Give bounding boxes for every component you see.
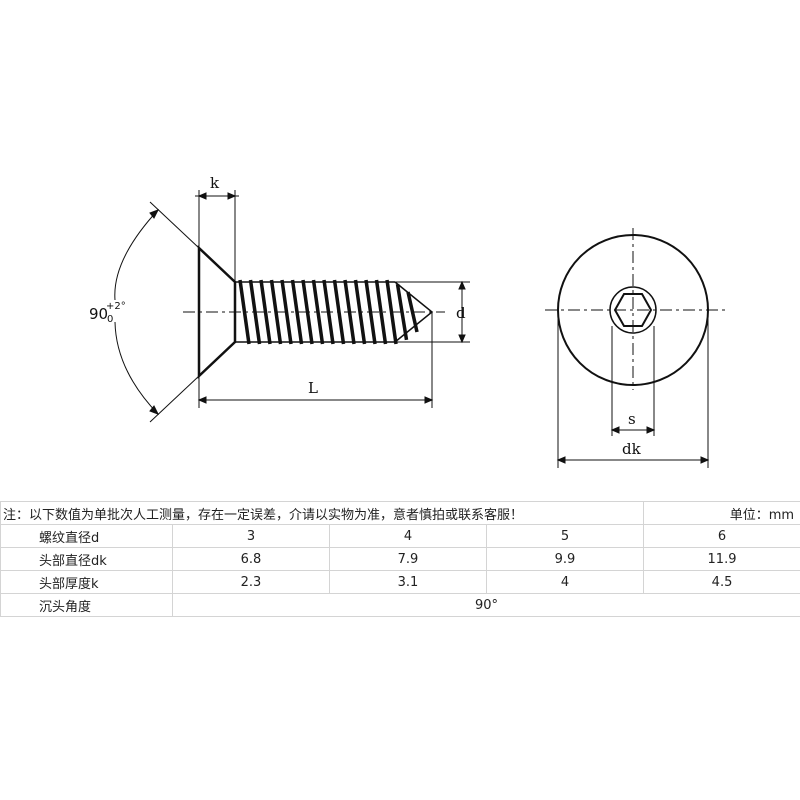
dimension-k xyxy=(195,190,239,282)
row-label: 头部厚度k xyxy=(0,570,173,594)
table-cell: 3.1 xyxy=(329,570,487,594)
table-cell: 90° xyxy=(171,593,800,617)
note-row: 注：以下数值为单批次人工测量，存在一定误差，介请以实物为准，意者慎拍或联系客服！… xyxy=(0,501,800,525)
table-cell: 4 xyxy=(329,524,487,548)
table-row: 头部直径dk 6.8 7.9 9.9 11.9 xyxy=(0,547,800,571)
note-text: 注：以下数值为单批次人工测量，存在一定误差，介请以实物为准，意者慎拍或联系客服！ xyxy=(0,501,645,525)
table-row: 头部厚度k 2.3 3.1 4 4.5 xyxy=(0,570,800,594)
table-cell: 5 xyxy=(485,524,645,548)
label-d: d xyxy=(456,304,466,322)
dimension-s xyxy=(610,326,656,436)
screw-drawing: k d L 90 +2° 0 xyxy=(89,174,725,468)
table-cell: 11.9 xyxy=(643,547,800,571)
thread-crest xyxy=(406,291,419,333)
spec-table: 注：以下数值为单批次人工测量，存在一定误差，介请以实物为准，意者慎拍或联系客服！… xyxy=(0,501,800,617)
thread-crest xyxy=(259,279,272,345)
dimension-d xyxy=(385,280,470,344)
table-cell: 7.9 xyxy=(329,547,487,571)
thread-crest xyxy=(290,279,304,345)
label-angle-tol-lower: 0 xyxy=(107,314,113,325)
table-row: 螺纹直径d 3 4 5 6 xyxy=(0,524,800,548)
table-cell: 6.8 xyxy=(172,547,330,571)
table-cell: 3 xyxy=(172,524,330,548)
thread-crest xyxy=(238,279,251,345)
screw-side-view xyxy=(183,245,445,379)
table-cell: 4.5 xyxy=(643,570,800,594)
table-cell: 9.9 xyxy=(485,547,645,571)
label-k: k xyxy=(210,174,220,192)
table-cell: 2.3 xyxy=(172,570,330,594)
table-cell: 4 xyxy=(485,570,645,594)
thread-crest xyxy=(374,279,388,345)
dimension-dk xyxy=(556,310,710,468)
label-angle: 90 xyxy=(89,305,108,323)
row-label: 螺纹直径d xyxy=(0,524,173,548)
row-label: 沉头角度 xyxy=(0,593,173,617)
dimension-L xyxy=(197,312,434,408)
label-s: s xyxy=(628,410,636,428)
row-label: 头部直径dk xyxy=(0,547,173,571)
dimension-angle xyxy=(114,201,200,423)
screw-top-view xyxy=(545,228,725,390)
table-cell: 6 xyxy=(643,524,800,548)
unit-text: 单位：mm xyxy=(643,501,800,525)
label-angle-tol-upper: +2° xyxy=(106,301,126,312)
table-row: 沉头角度 90° xyxy=(0,593,800,617)
label-L: L xyxy=(308,379,318,397)
label-dk: dk xyxy=(622,440,642,458)
thread-crest xyxy=(311,279,325,345)
